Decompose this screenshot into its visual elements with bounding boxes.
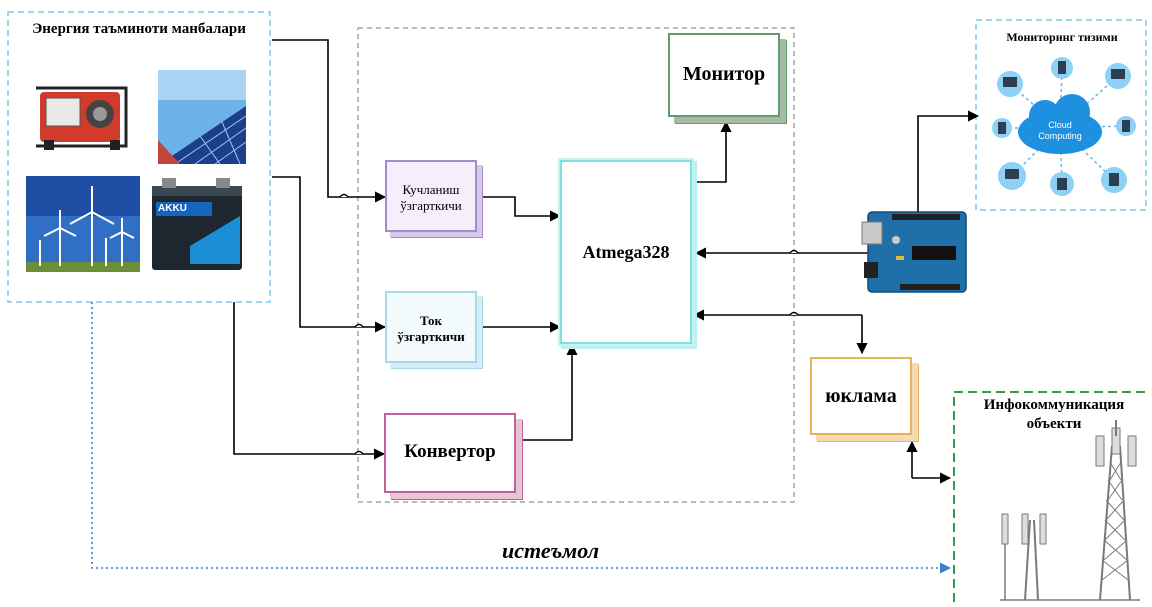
infocom-title: Инфокоммуникация объекти (983, 397, 1125, 432)
monitor-block: Монитор (668, 33, 780, 117)
wire-converter-to-mcu (522, 343, 578, 441)
converter-block: Конвертор (384, 413, 516, 493)
consumption-label: истеъмол (502, 538, 599, 563)
monitoring-title: Мониторинг тизими (1006, 30, 1118, 44)
current-converter-label: Ток ўзгарткичи (397, 313, 465, 344)
consumption-arrow (91, 302, 952, 574)
wire-mcu-to-monitor (692, 120, 732, 183)
infocom-frame (953, 391, 1150, 602)
solar-panel-icon (158, 70, 247, 165)
sources-title: Энергия таъминоти манбалари (32, 21, 246, 37)
load-label: юклама (825, 385, 897, 407)
voltage-converter-block: Кучланиш ўзгарткичи (385, 160, 477, 232)
wire-hop (354, 323, 364, 328)
wire-hop (789, 249, 799, 254)
wind-turbine-icon (26, 176, 140, 272)
generator-icon (30, 74, 150, 160)
voltage-converter-label: Кучланиш ўзгарткичи (400, 182, 462, 213)
arduino-board-icon (861, 211, 967, 293)
load-block: юклама (810, 357, 912, 435)
wire-arduino-to-monitoring (917, 110, 980, 212)
mcu-block: Atmega328 (560, 160, 692, 344)
wire-voltage-to-mcu (482, 196, 562, 222)
wire-sources-to-current (272, 176, 387, 333)
battery-brand-label: AKKU (158, 203, 187, 214)
mcu-label: Atmega328 (582, 242, 670, 262)
battery-icon (146, 176, 246, 272)
cell-tower-icon (1000, 420, 1140, 601)
control-unit-frame (357, 27, 795, 503)
wire-sources-to-converter (233, 302, 386, 460)
wire-hop (339, 193, 349, 198)
cloud-computing-label: Cloud Computing (1038, 120, 1082, 141)
current-converter-block: Ток ўзгарткичи (385, 291, 477, 363)
wire-hop (789, 311, 799, 316)
wire-sources-to-voltage (272, 39, 387, 203)
wire-hop (354, 450, 364, 455)
monitor-label: Монитор (682, 63, 766, 85)
converter-label: Конвертор (404, 441, 496, 462)
cloud-network-icon (992, 57, 1136, 196)
